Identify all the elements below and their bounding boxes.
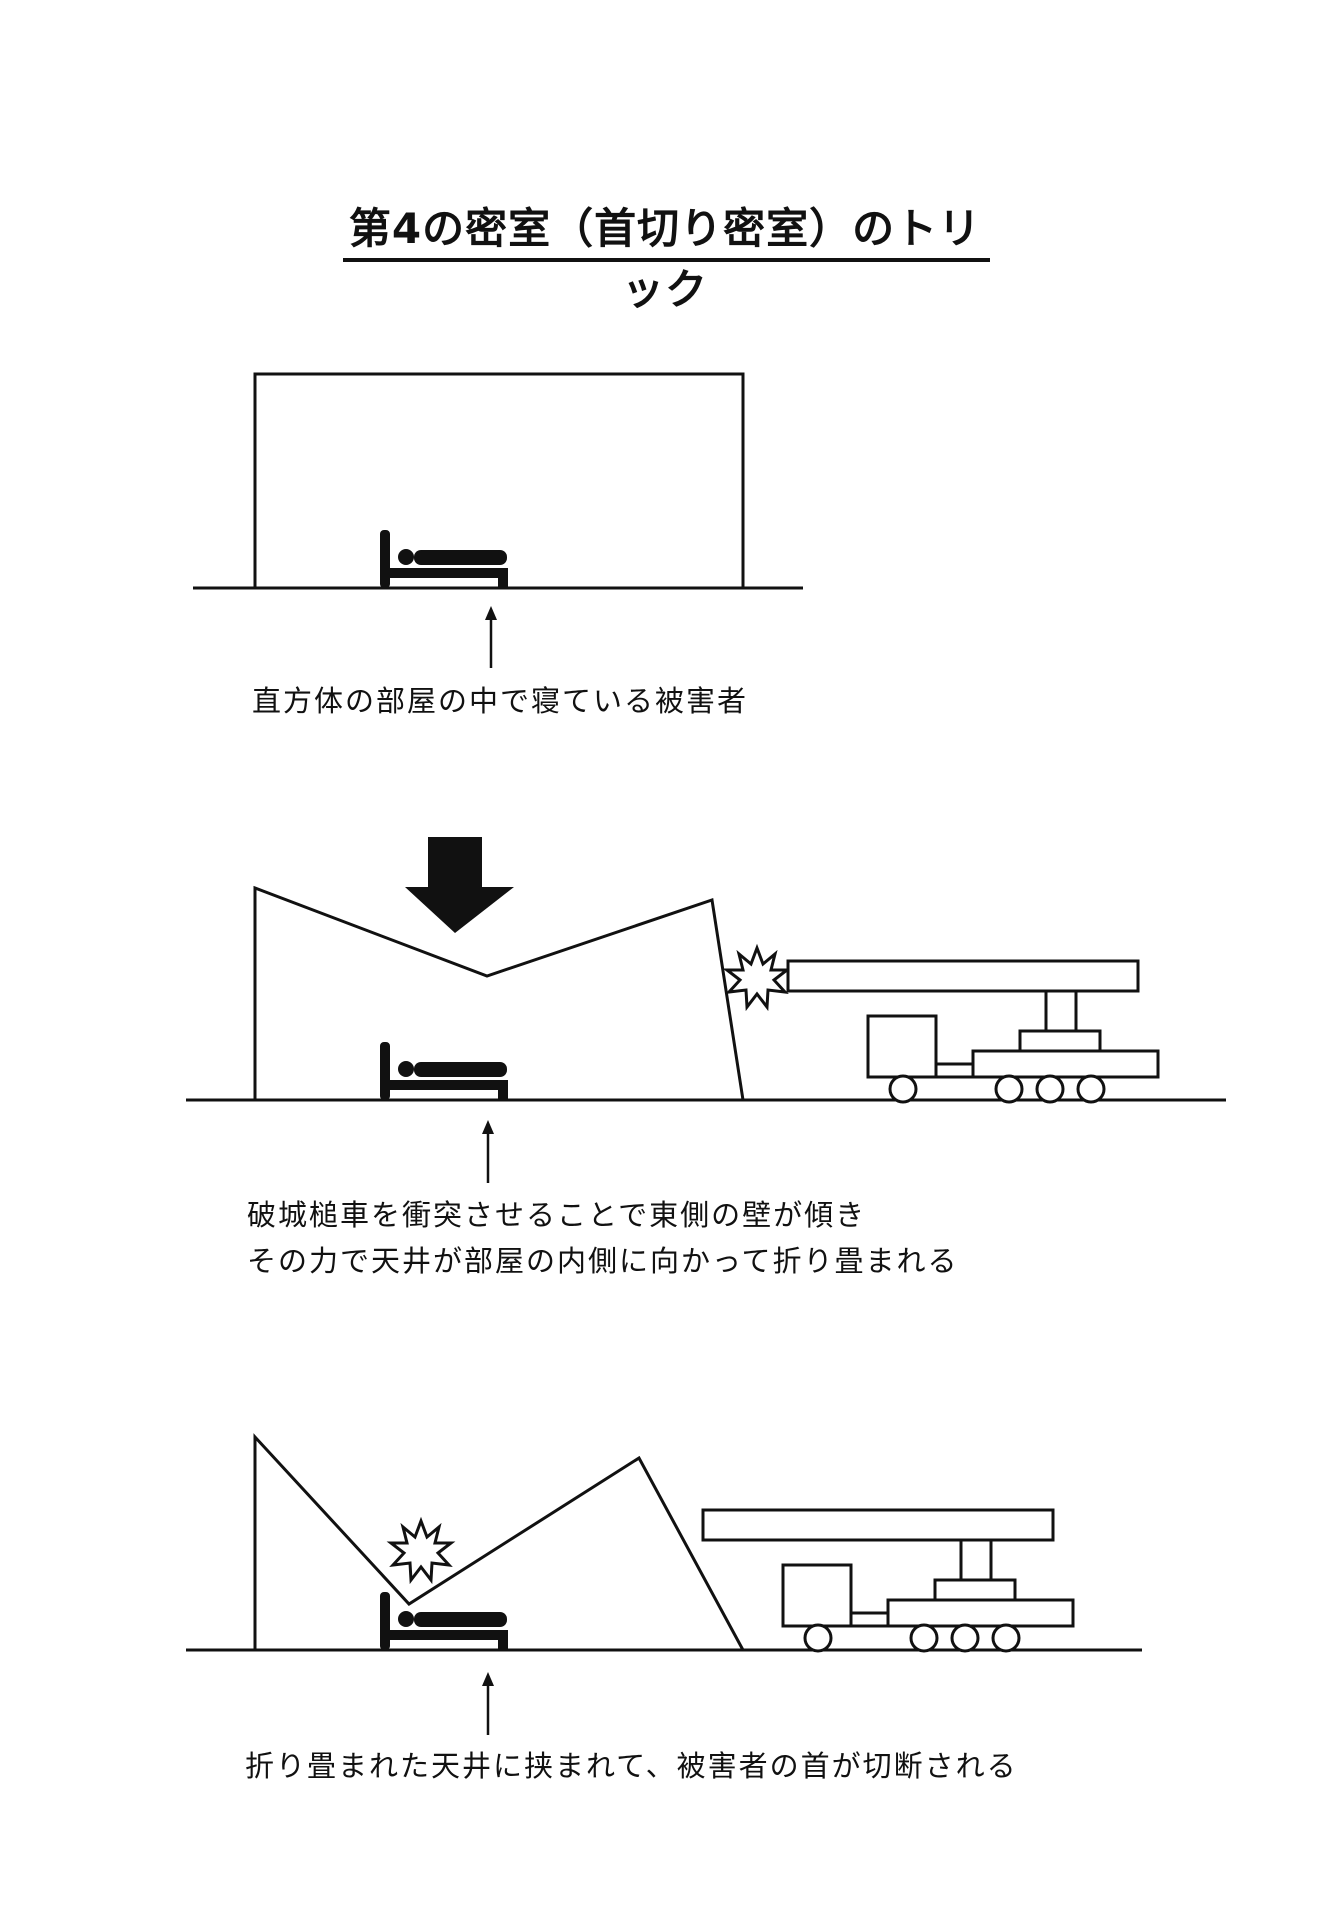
arrow-head [482,1120,494,1134]
stage-2-caption-line-1: 破城槌車を衝突させることで東側の壁が傾き [247,1198,867,1232]
stage-2-caption-line-2: その力で天井が部屋の内側に向かって折り畳まれる [247,1244,959,1278]
stage-1-caption: 直方体の部屋の中で寝ている被害者 [252,684,749,718]
stage-2-scene [186,837,1226,1183]
down-arrow-icon [405,837,514,933]
battering-ram-truck-icon [786,959,1160,1104]
arrow-head [482,1672,494,1686]
bed-with-person-icon [380,1042,508,1100]
stage-3-scene [186,1433,1142,1735]
battering-ram-truck-icon [701,1508,1075,1653]
stage-1-scene [193,372,803,668]
impact-burst-icon [389,1519,453,1582]
bed-with-person-icon [380,1592,508,1650]
impact-burst-icon [725,946,789,1009]
diagram-title: 第4の密室（首切り密室）のトリック [348,204,982,314]
folded-room [253,1433,745,1651]
title-underline [343,258,990,262]
stage-3-caption: 折り畳まれた天井に挟まれて、被害者の首が切断される [245,1749,1018,1783]
bed-with-person-icon [380,530,508,588]
collapsing-room [253,885,745,1101]
cuboid-room [253,372,745,588]
arrow-head [485,606,497,620]
